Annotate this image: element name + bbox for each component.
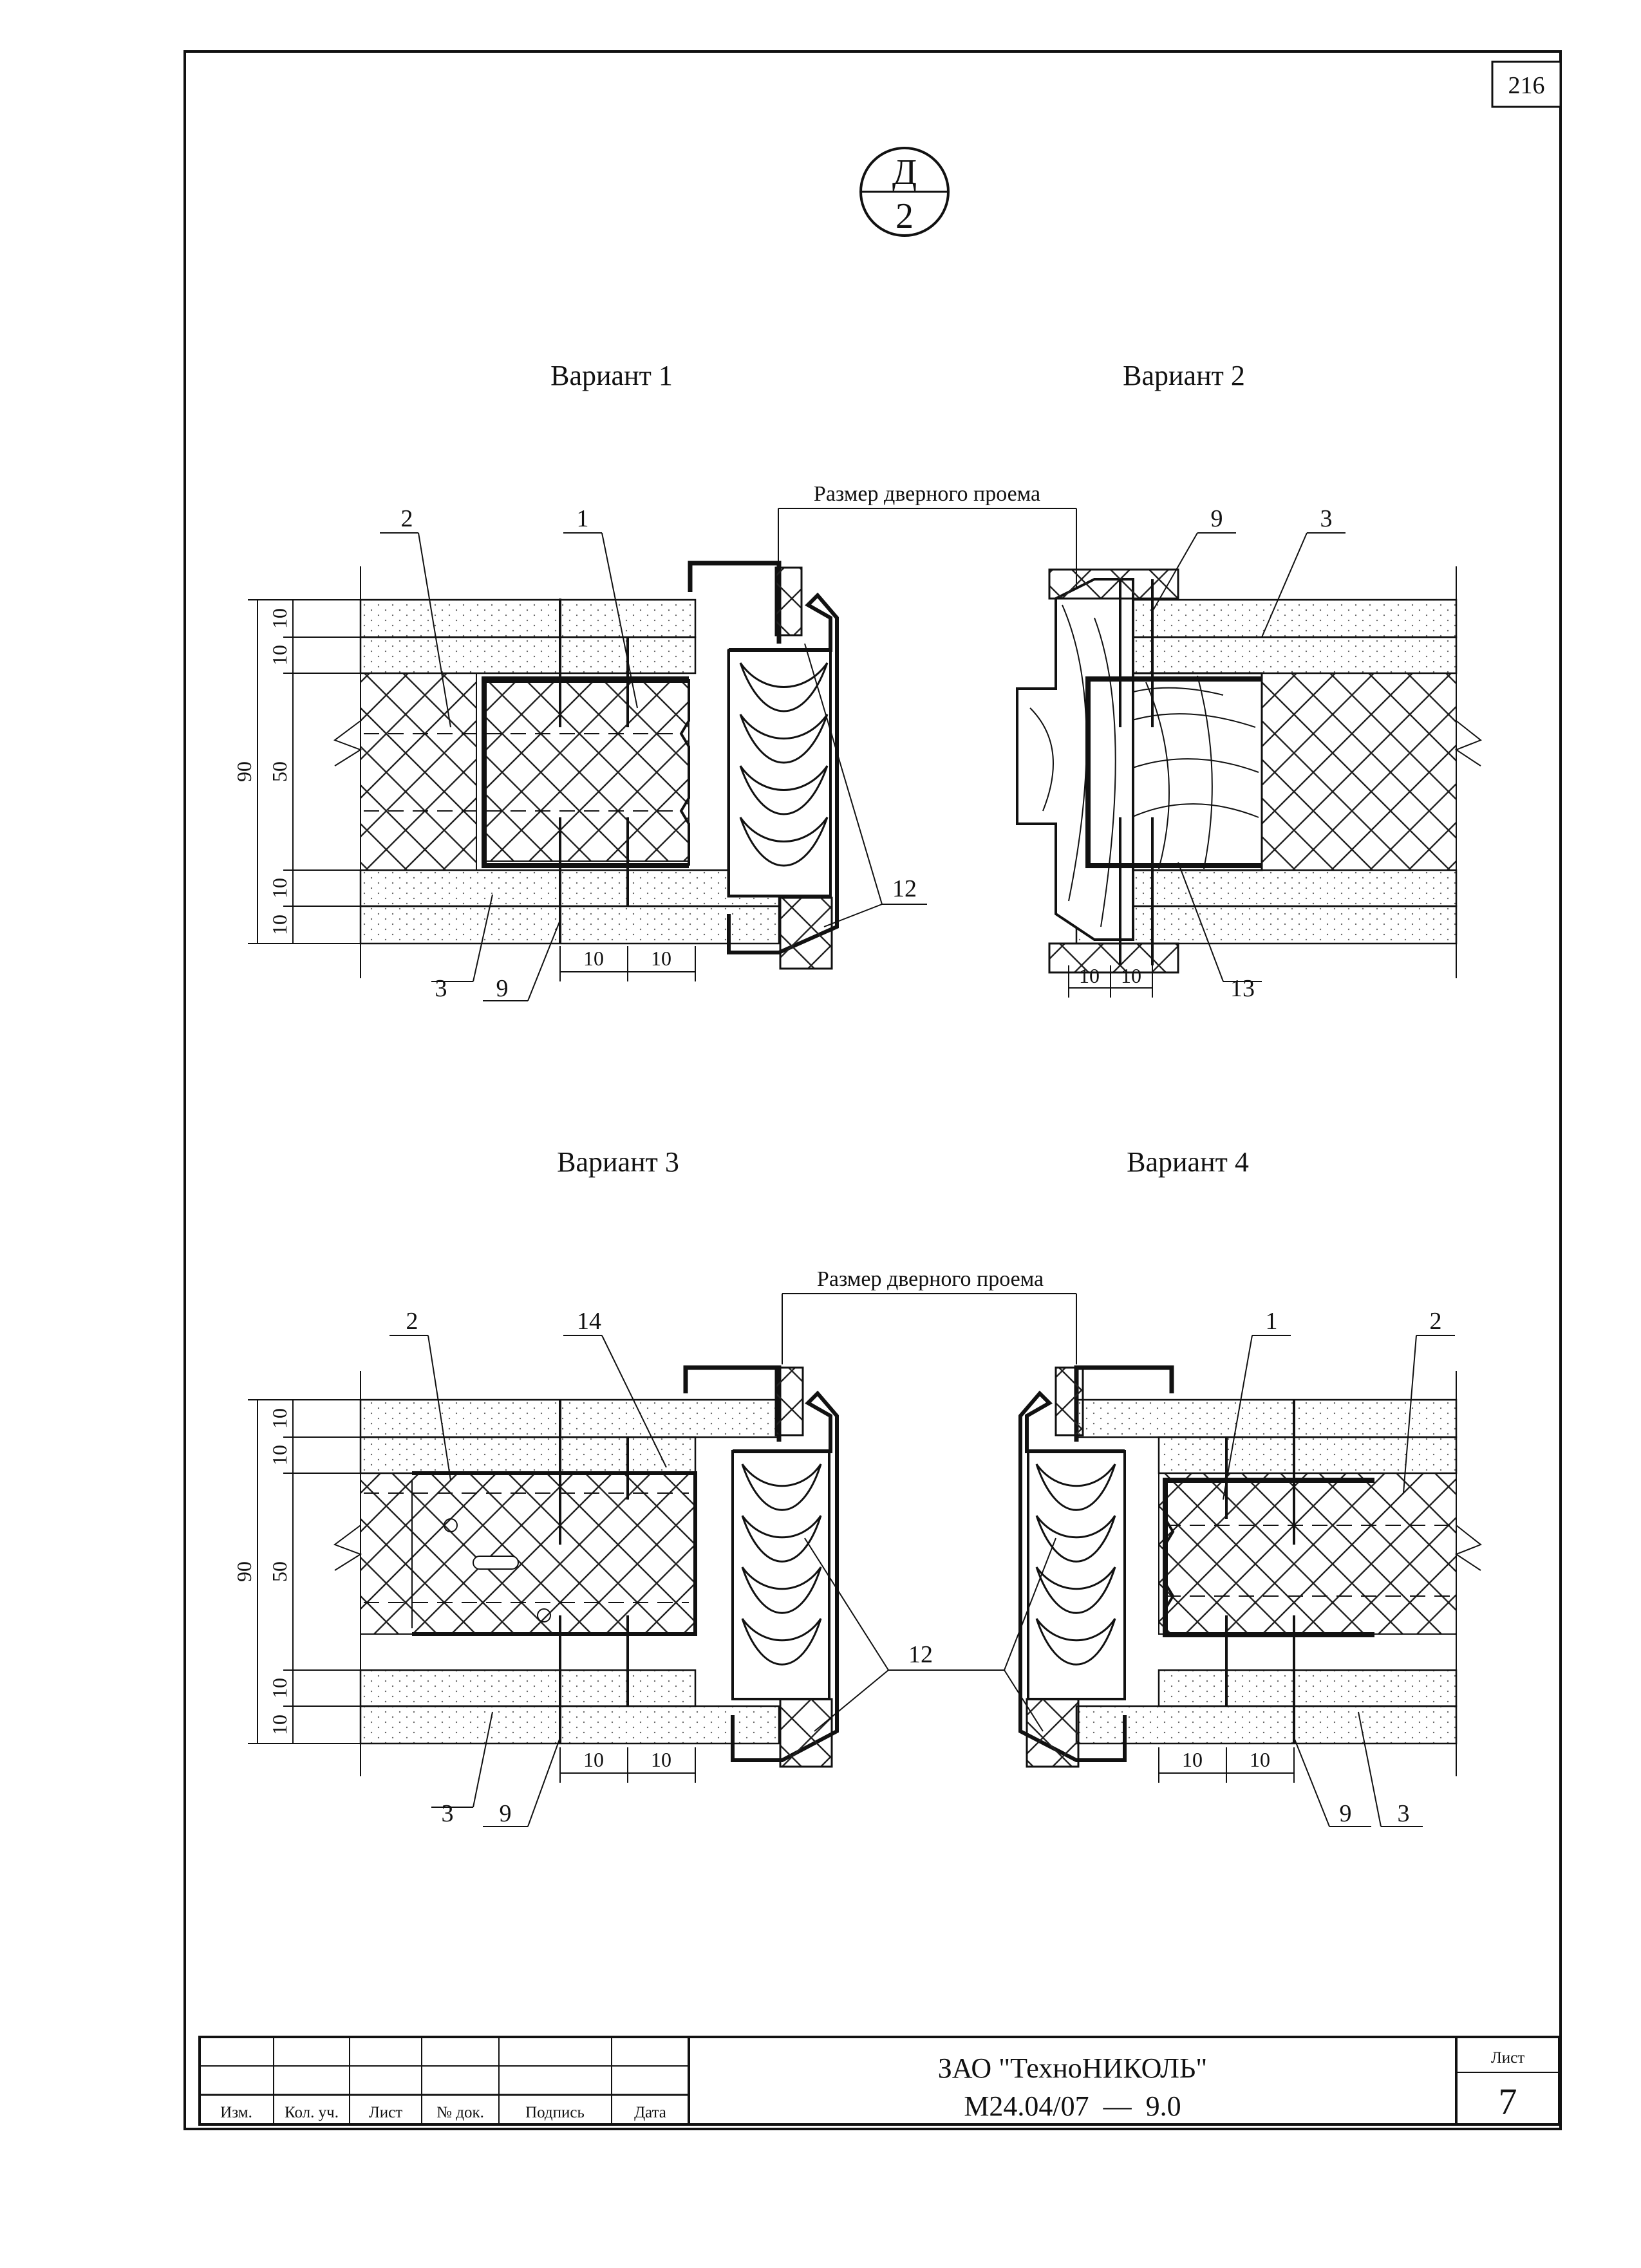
callout-v1-3: 3: [435, 975, 447, 1002]
opening-dimension-bottom: Размер дверного проема: [782, 1267, 1077, 1364]
callout-v4-9: 9: [1340, 1800, 1352, 1827]
variant-2-drawing: 9 3 13 10 10: [1016, 505, 1482, 1002]
page-number: 216: [1508, 72, 1545, 99]
variant-1-drawing: 2 1 3 9 12 10 10 10 10 50 10 10 90: [232, 505, 927, 1002]
callout-v1-12: 12: [892, 875, 917, 902]
dim-v2-bottom-b: 10: [1121, 964, 1141, 987]
callout-v4-1: 1: [1266, 1308, 1278, 1335]
dim-v1-left-10b: 10: [268, 645, 291, 665]
variant-1-label: Вариант 1: [550, 360, 673, 391]
dim-v2-bottom-a: 10: [1079, 964, 1100, 987]
col-podpis: Подпись: [525, 2104, 585, 2121]
sheet-number: 7: [1499, 2081, 1517, 2123]
company-name: ЗАО "ТехноНИКОЛЬ": [938, 2052, 1208, 2084]
dim-v1-left-10c: 10: [268, 878, 291, 898]
document-code: М24.04/07 — 9.0: [964, 2090, 1181, 2122]
dim-v3-left-90: 90: [232, 1561, 256, 1582]
callout-v2-13: 13: [1230, 975, 1255, 1002]
page-number-box: 216: [1491, 60, 1562, 108]
variant-3-drawing: 2 14 3 9 12 10 10 10 10 50 10 10 90: [232, 1308, 953, 1827]
section-mark: Д 2: [859, 147, 950, 237]
col-list: Лист: [369, 2104, 402, 2121]
callout-v1-1: 1: [577, 505, 589, 532]
opening-label-bottom: Размер дверного проема: [817, 1267, 1044, 1291]
dim-v3-left-10c: 10: [268, 1678, 291, 1698]
callout-v4-3: 3: [1398, 1800, 1410, 1827]
dim-v3-left-50: 50: [268, 1561, 291, 1582]
dim-v3-left-10d: 10: [268, 1715, 291, 1735]
dim-v3-left-10a: 10: [268, 1408, 291, 1429]
col-kol-uch: Кол. уч.: [285, 2104, 339, 2121]
callout-v3-12: 12: [908, 1641, 933, 1668]
callout-v2-9: 9: [1211, 505, 1223, 532]
dim-v1-left-10a: 10: [268, 608, 291, 629]
callout-v1-2: 2: [401, 505, 413, 532]
col-no-dok: № док.: [436, 2104, 484, 2121]
variant-2-label: Вариант 2: [1123, 360, 1245, 391]
title-block: Изм. Кол. уч. Лист № док. Подпись Дата З…: [198, 2036, 1561, 2126]
callout-v3-2: 2: [406, 1308, 418, 1335]
callout-v3-9: 9: [500, 1800, 512, 1827]
section-mark-top: Д: [892, 153, 917, 192]
callout-v2-3: 3: [1320, 505, 1333, 532]
dim-v4-bottom-b: 10: [1250, 1748, 1270, 1771]
sheet-frame: [183, 50, 1562, 2130]
opening-label-top: Размер дверного проема: [814, 482, 1040, 506]
dim-v3-left-10b: 10: [268, 1445, 291, 1465]
dim-v3-bottom-b: 10: [651, 1748, 671, 1771]
variant-4-label: Вариант 4: [1127, 1146, 1249, 1178]
dim-v1-left-90: 90: [232, 761, 256, 782]
col-data: Дата: [634, 2104, 666, 2121]
dim-v1-bottom-a: 10: [583, 947, 604, 970]
dim-v1-left-50: 50: [268, 761, 291, 782]
col-izm: Изм.: [220, 2104, 252, 2121]
dim-v3-bottom-a: 10: [583, 1748, 604, 1771]
dim-v1-bottom-b: 10: [651, 947, 671, 970]
variant-3-label: Вариант 3: [557, 1146, 679, 1178]
variant-4-drawing: 1 2 9 3 10 10: [953, 1308, 1482, 1827]
opening-dimension-top: Размер дверного проема: [778, 482, 1077, 676]
section-mark-bottom: 2: [896, 196, 914, 236]
callout-v1-9: 9: [496, 975, 509, 1002]
dim-v1-left-10d: 10: [268, 915, 291, 935]
sheet-label: Лист: [1491, 2049, 1524, 2067]
dim-v4-bottom-a: 10: [1182, 1748, 1203, 1771]
callout-v4-2: 2: [1430, 1308, 1442, 1335]
callout-v3-14: 14: [577, 1308, 601, 1335]
callout-v3-3: 3: [442, 1800, 454, 1827]
